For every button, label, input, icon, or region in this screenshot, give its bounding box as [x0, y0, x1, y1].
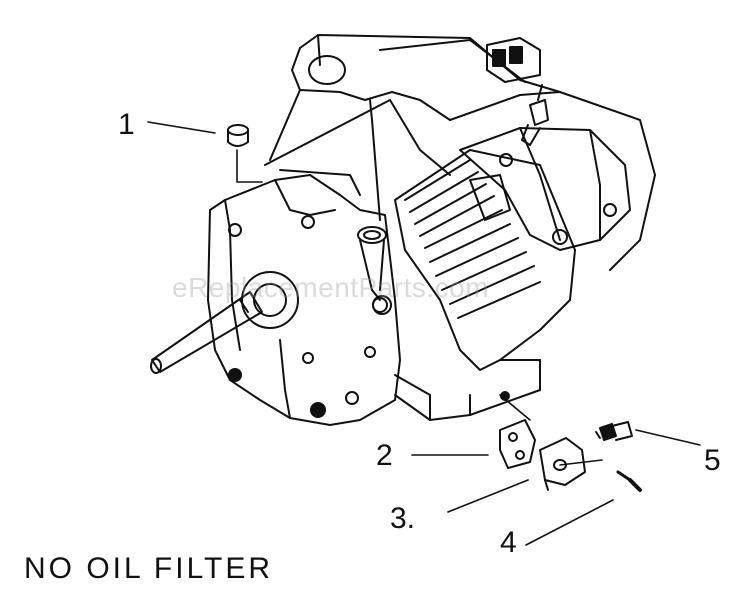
breather-block — [486, 37, 541, 83]
crankcase — [207, 174, 401, 426]
oil-fill-tube — [357, 226, 392, 315]
callout-2: 2 — [376, 439, 393, 472]
watermark: eReplacementParts.com — [172, 272, 490, 303]
cylinder-head — [459, 127, 631, 251]
engine-shroud — [269, 34, 656, 271]
callout-4: 4 — [500, 526, 517, 559]
leader-lines — [147, 121, 701, 546]
callout-1: 1 — [118, 108, 135, 141]
callout-3: 3. — [390, 502, 416, 535]
part-1-cap — [227, 124, 263, 183]
pto-shaft — [150, 291, 263, 374]
part-5-fitting — [595, 421, 633, 441]
cylinder-fins — [394, 149, 576, 371]
part-4-bolt — [616, 470, 642, 492]
spark-plug — [521, 84, 549, 146]
base-oil-pan — [394, 359, 541, 421]
part-2-plate — [499, 419, 536, 469]
diagram-caption: NO OIL FILTER — [24, 552, 274, 585]
control-wires — [264, 99, 451, 221]
callout-5: 5 — [704, 444, 721, 477]
